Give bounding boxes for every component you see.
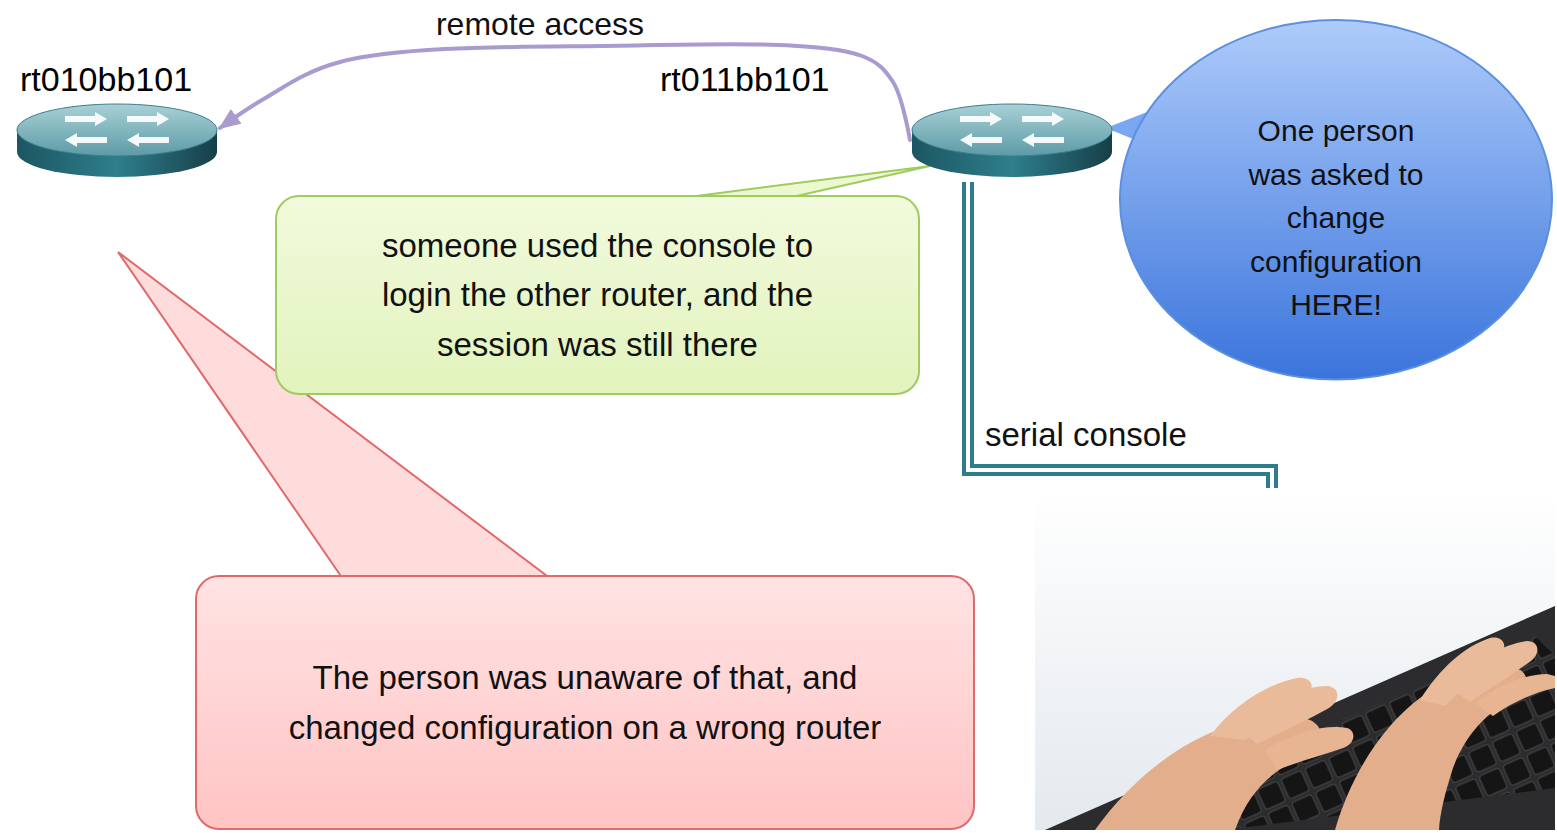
link-label: serial console [985,416,1187,454]
finger [1475,674,1555,716]
photo-background [1035,488,1555,830]
router-arrow [1022,112,1064,126]
router-arrow [65,112,107,126]
router-arrow [960,133,1002,147]
router-arrow [65,133,107,147]
warning-callout: The person was unaware of that, and chan… [195,575,975,830]
bubble-outline [1118,18,1554,382]
router-node: rt011bb101 [910,100,1115,180]
bubble-shape [1120,20,1552,380]
router-arrow [127,133,169,147]
router-icon [15,100,220,180]
router-top [17,104,217,156]
router-name: rt011bb101 [660,60,830,99]
callout-text: One person was asked to change configura… [1236,109,1436,327]
connector-label: remote access [432,7,648,42]
laptop-body [1045,606,1555,830]
router-icon [910,100,1115,180]
router-arrow [1022,133,1064,147]
laptop-photo [1035,488,1555,830]
callout-text: The person was unaware of that, and chan… [245,653,925,752]
router-arrow [127,112,169,126]
router-arrow [960,112,1002,126]
left-hand [1095,715,1321,830]
note-callout: someone used the console to login the ot… [275,195,920,395]
finger [1265,727,1353,770]
speech-bubble: One person was asked to change configura… [1118,18,1554,382]
router-name: rt010bb101 [20,60,192,99]
router-node: rt010bb101 [15,100,220,180]
router-top [912,104,1112,156]
connector-arrow [220,44,910,140]
callout-text: someone used the console to login the ot… [363,221,833,370]
